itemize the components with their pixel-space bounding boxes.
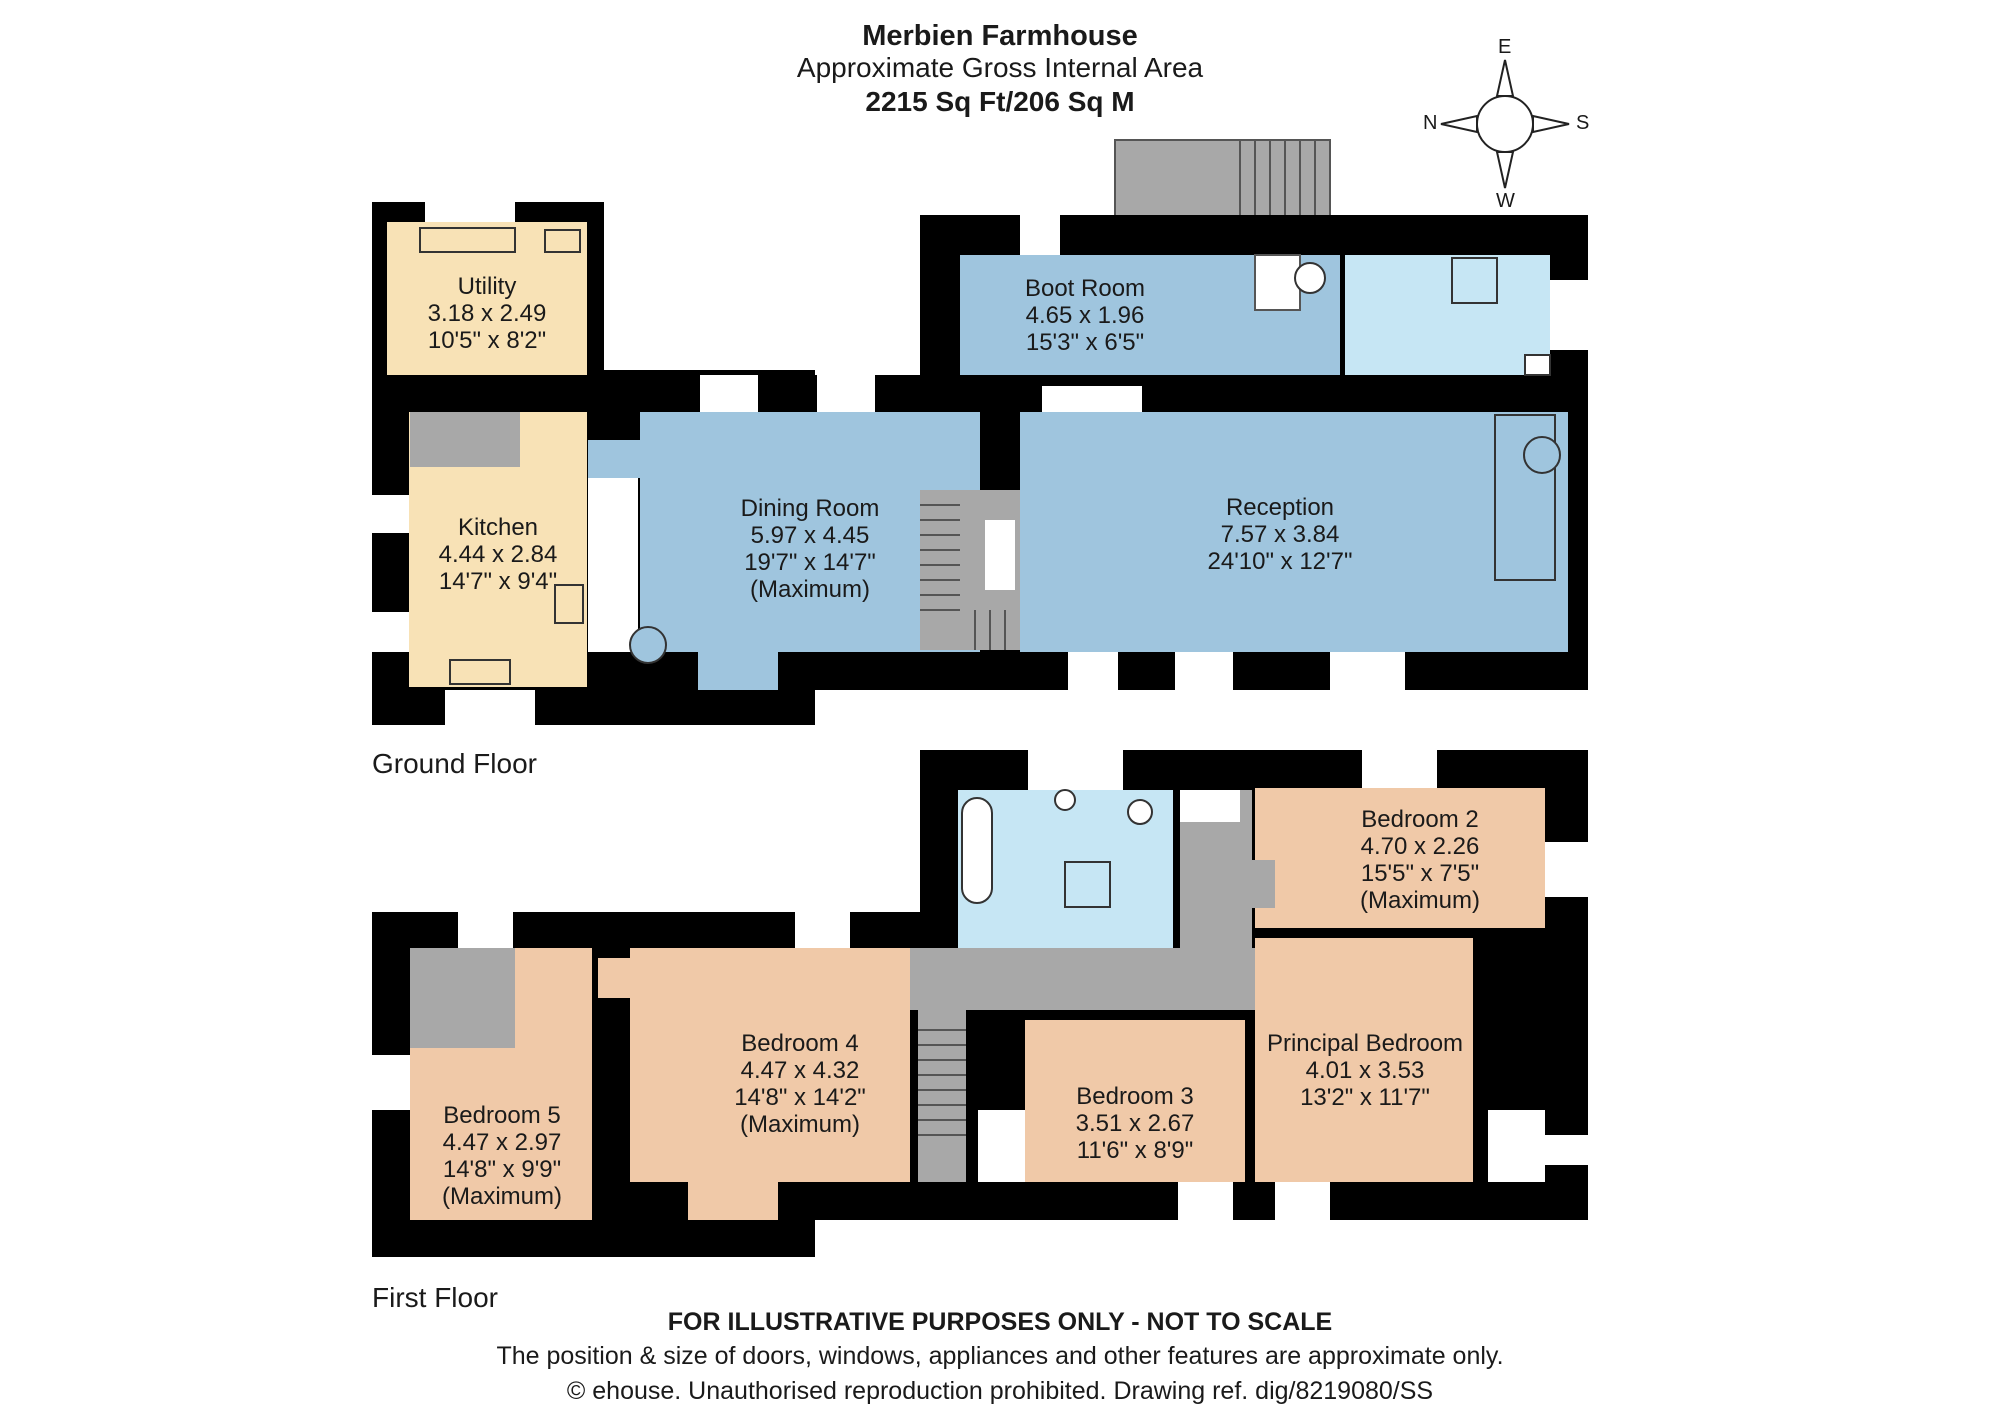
plan-subtitle: Approximate Gross Internal Area (796, 52, 1204, 83)
first-floor-label: First Floor (372, 1282, 498, 1313)
stove-icon (1523, 436, 1561, 474)
kitchen-stairs (410, 412, 520, 467)
dining-passage (588, 440, 648, 478)
compass-south: S (1576, 112, 1590, 134)
bedroom-3 (1025, 1020, 1245, 1182)
first-floor-plan (372, 750, 1588, 1257)
compass-rose (1440, 59, 1570, 189)
ff-stairs-treads (918, 1029, 966, 1136)
central-stairs-treads (920, 504, 1006, 650)
bedroom-2 (1255, 788, 1545, 928)
ground-windows (372, 202, 1588, 725)
reception-room (1020, 412, 1568, 652)
shower-tray-icon (1451, 257, 1498, 304)
utility-fixtures (419, 227, 584, 685)
bedroom-5-stairs (410, 948, 515, 1048)
plan-title: Merbien Farmhouse (862, 20, 1138, 52)
compass-north: N (1423, 112, 1438, 134)
ff-wc-icon (1127, 799, 1153, 825)
ff-shower-icon (1064, 861, 1111, 908)
compass-west: W (1496, 190, 1515, 212)
bedroom-4 (630, 948, 910, 1182)
dining-bay (698, 652, 778, 690)
dining-column-icon (629, 626, 667, 664)
bath-icon (961, 797, 993, 904)
plan-area: 2215 Sq Ft/206 Sq M (865, 86, 1135, 117)
ground-floor-label: Ground Floor (372, 748, 537, 779)
boot-room (960, 255, 1248, 375)
compass-east: E (1498, 36, 1512, 58)
bedroom-4-bay (688, 1182, 778, 1220)
bedroom-2-steps (1230, 860, 1275, 908)
basin-icon (1524, 354, 1551, 376)
ff-basin-icon (1054, 789, 1076, 811)
external-steps-treads (1239, 140, 1316, 220)
copyright-text: © ehouse. Unauthorised reproduction proh… (566, 1377, 1434, 1405)
shower-room (1345, 255, 1550, 375)
first-windows (372, 750, 1588, 1220)
bedroom-4-passage (598, 958, 630, 998)
wc-cubicle (1254, 254, 1301, 311)
approximation-note: The position & size of doors, windows, a… (496, 1342, 1504, 1370)
principal-bedroom (1255, 938, 1473, 1182)
ground-floor-plan (372, 139, 1588, 725)
fireplace-opening (985, 520, 1015, 590)
external-steps (1114, 139, 1331, 221)
wc-icon (1294, 262, 1326, 294)
disclaimer-text: FOR ILLUSTRATIVE PURPOSES ONLY - NOT TO … (667, 1308, 1333, 1336)
